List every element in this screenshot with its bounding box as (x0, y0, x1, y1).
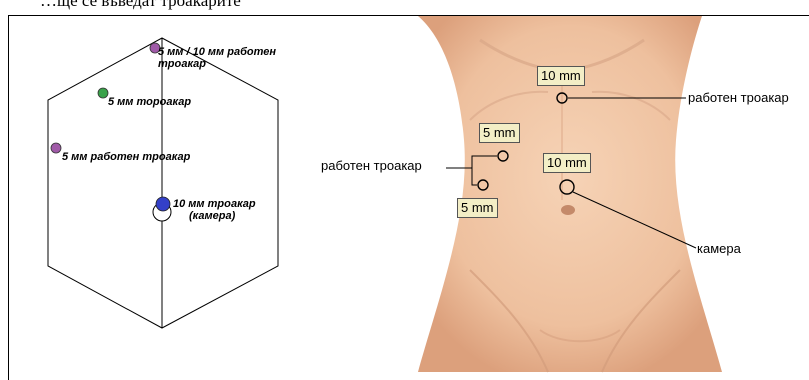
label-camera-line2: (камера) (189, 210, 235, 222)
label-camera: камера (697, 241, 741, 257)
abdomen-hexagon (48, 38, 278, 328)
box-left-5mm-top: 5 mm (479, 123, 520, 143)
port-green (98, 88, 108, 98)
schematic-diagram (48, 38, 278, 328)
label-port-left: 5 мм работен троакар (62, 151, 190, 163)
box-upper-10mm: 10 mm (537, 66, 585, 86)
box-left-5mm-bottom: 5 mm (457, 198, 498, 218)
label-camera-line1: 10 мм троакар (173, 198, 256, 210)
navel (561, 205, 575, 215)
label-port-top: 5 мм / 10 мм работен троакар (158, 46, 308, 70)
label-working-trocar-right: работен троакар (688, 90, 789, 106)
label-working-trocar-left: работен троакар (321, 158, 422, 174)
label-port-green: 5 мм тороакар (108, 96, 191, 108)
port-camera-blue (156, 197, 170, 211)
box-center-10mm: 10 mm (543, 153, 591, 173)
port-left-purple (51, 143, 61, 153)
